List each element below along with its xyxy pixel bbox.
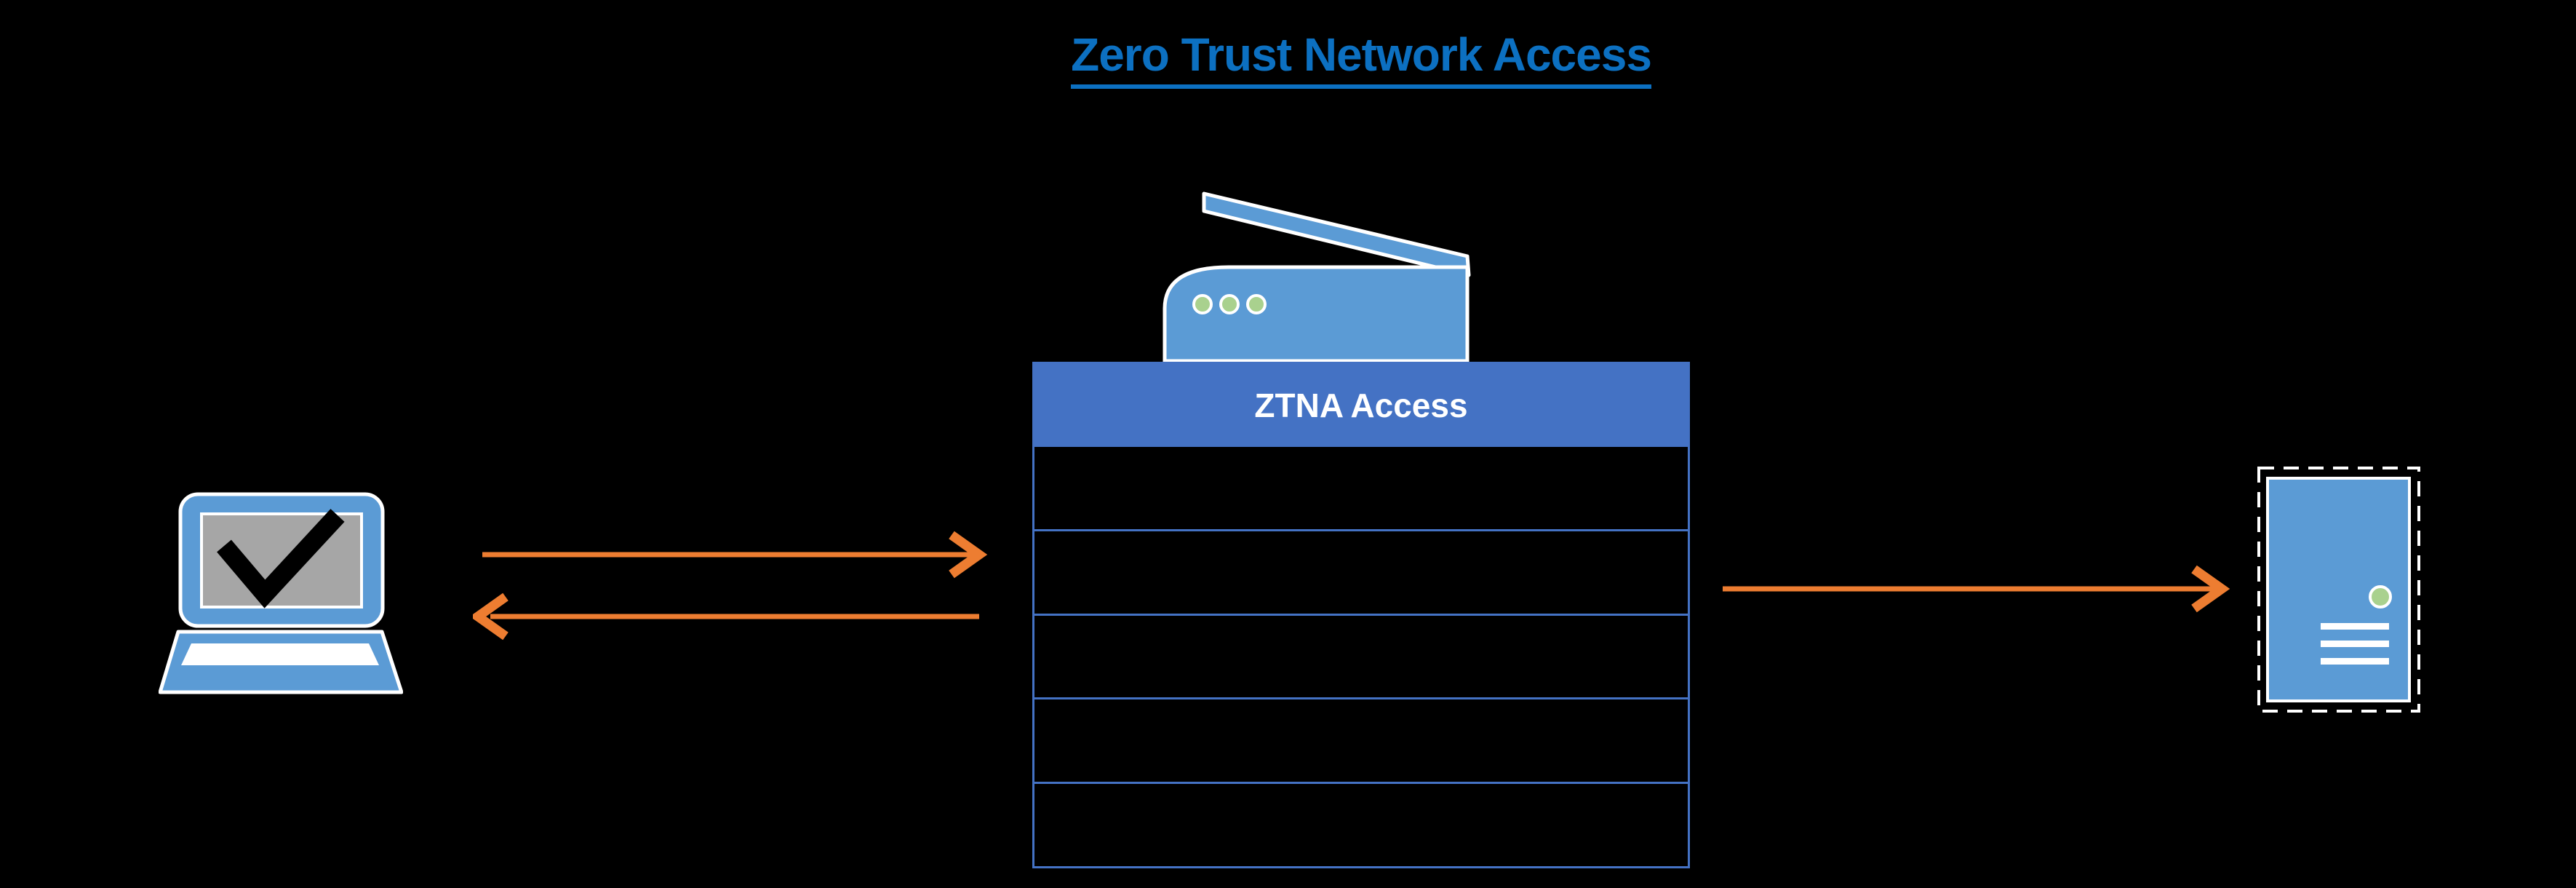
scanner-led-icon xyxy=(1192,294,1213,314)
scanner-lid xyxy=(1202,191,1471,277)
server-vent xyxy=(2321,641,2389,647)
checkmark-icon xyxy=(217,509,345,608)
table-row xyxy=(1034,697,1688,782)
server-led-icon xyxy=(2369,585,2392,608)
table-row xyxy=(1034,447,1688,529)
server-icon xyxy=(2257,467,2420,713)
arrow-gateway-to-client xyxy=(473,592,979,641)
laptop-keyboard xyxy=(181,643,379,665)
ztna-table-rows xyxy=(1034,447,1688,866)
scanner-led-icon xyxy=(1219,294,1240,314)
table-row xyxy=(1034,613,1688,698)
scanner-body xyxy=(1163,265,1470,363)
ztna-table-header: ZTNA Access xyxy=(1034,364,1688,447)
arrow-client-to-gateway xyxy=(482,531,988,579)
scanner-led-icon xyxy=(1246,294,1267,314)
laptop-check-icon xyxy=(159,492,403,694)
page-title: Zero Trust Network Access xyxy=(1032,31,1690,89)
server-selection-border xyxy=(2257,467,2420,713)
table-row xyxy=(1034,782,1688,866)
server-vent xyxy=(2321,658,2389,665)
scanner-gateway-icon xyxy=(1163,191,1471,363)
ztna-access-table: ZTNA Access xyxy=(1032,362,1690,868)
server-vent xyxy=(2321,623,2389,630)
table-row xyxy=(1034,528,1688,614)
page-title-text: Zero Trust Network Access xyxy=(1071,31,1652,89)
arrow-gateway-to-server xyxy=(1723,565,2230,613)
